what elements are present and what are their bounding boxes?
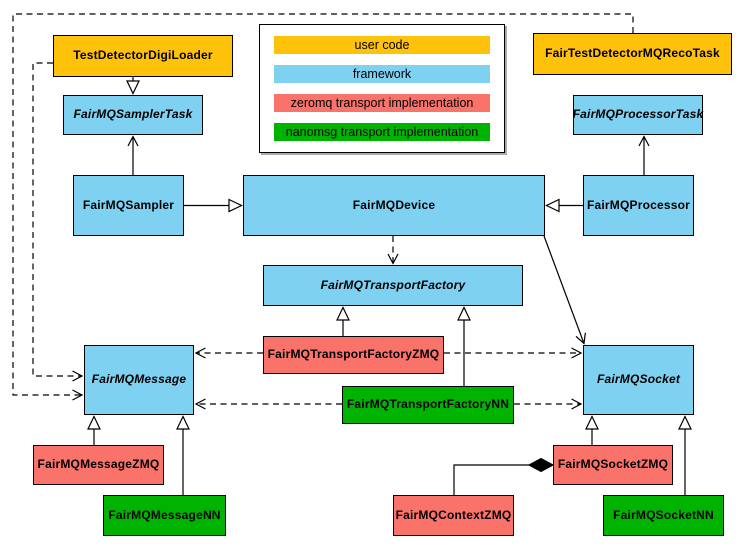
class-box-fairmqtransportfactorynn: FairMQTransportFactoryNN: [342, 386, 514, 424]
class-box-fairmqsocketzmq: FairMQSocketZMQ: [553, 445, 673, 485]
class-box-fairmqtransportfactoryzmq: FairMQTransportFactoryZMQ: [263, 336, 444, 374]
class-box-fairmqcontextzmq: FairMQContextZMQ: [393, 495, 514, 536]
class-box-fairmqtransportfactory: FairMQTransportFactory: [263, 265, 523, 306]
legend-item-user-code: user code: [274, 36, 490, 54]
class-box-fairmqdevice: FairMQDevice: [243, 175, 545, 236]
class-box-fairmqprocessor: FairMQProcessor: [583, 175, 694, 236]
legend-item-nanomsg: nanomsg transport implementation: [274, 123, 490, 141]
composition-diamond-icon: [527, 457, 555, 473]
class-box-fairmqsampler: FairMQSampler: [73, 175, 184, 236]
class-box-fairmqsocket: FairMQSocket: [583, 345, 694, 415]
class-box-fairmqmessagenn: FairMQMessageNN: [103, 495, 226, 536]
class-box-fairmqmessagezmq: FairMQMessageZMQ: [33, 445, 164, 485]
edge-device-socket: [543, 235, 586, 345]
class-box-fairtestdetectormqrecotask: FairTestDetectorMQRecoTask: [533, 33, 732, 75]
edge-contextzmq-socketzmq: [453, 464, 529, 495]
class-box-testdetectordigiloader: TestDetectorDigiLoader: [53, 35, 233, 77]
edge-recotask-message: [12, 13, 634, 401]
class-box-fairmqsocketnn: FairMQSocketNN: [603, 495, 724, 536]
class-box-fairmqsamplertask: FairMQSamplerTask: [63, 95, 203, 135]
legend-item-zeromq: zeromq transport implementation: [274, 94, 490, 112]
legend: user code framework zeromq transport imp…: [259, 24, 505, 153]
legend-item-framework: framework: [274, 65, 490, 83]
class-box-fairmqmessage: FairMQMessage: [84, 345, 194, 415]
edge-digiloader-message: [32, 62, 84, 382]
class-box-fairmqprocessortask: FairMQProcessorTask: [573, 95, 703, 135]
